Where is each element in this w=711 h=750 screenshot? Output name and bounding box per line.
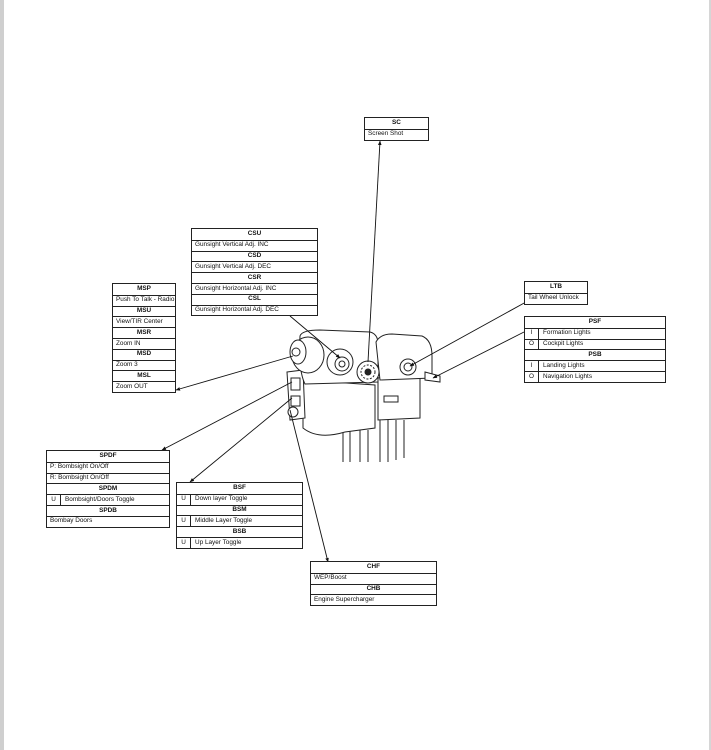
msp-label-box: MSP Push To Talk - Radio MSU View/TIR Ce… xyxy=(112,283,176,393)
leader-ltb xyxy=(409,301,527,367)
throttle-slot xyxy=(383,395,399,403)
psf-lever-icon xyxy=(424,371,441,383)
bsb-header: BSB xyxy=(177,526,302,537)
bsb-key: U xyxy=(177,537,191,548)
page-left-border xyxy=(0,0,4,750)
gunsight-hat-icon xyxy=(334,356,350,372)
msu-header: MSU xyxy=(113,305,175,317)
leader-b xyxy=(189,397,293,483)
spdf-row-p: P: Bombsight On/Off xyxy=(47,461,169,473)
spdb-header: SPDB xyxy=(47,504,169,516)
ltb-label-box: LTB Tail Wheel Unlock xyxy=(524,281,588,305)
ltb-row: Tail Wheel Unlock xyxy=(525,292,587,304)
psb-row-i: I Landing Lights xyxy=(525,360,665,371)
ltb-button-icon xyxy=(399,358,417,376)
page-right-border xyxy=(709,0,711,750)
csd-header: CSD xyxy=(192,250,317,262)
bsm-row: U Middle Layer Toggle xyxy=(177,515,302,527)
sc-label-box: SC Screen Shot xyxy=(364,117,429,141)
csr-row: Gunsight Horizontal Adj. INC xyxy=(192,282,317,294)
msr-row: Zoom IN xyxy=(113,337,175,349)
leader-sc xyxy=(367,140,382,363)
chf-header: CHF xyxy=(366,563,381,571)
chf-row: WEP/Boost xyxy=(311,572,436,584)
gunsight-label-box: CSU Gunsight Vertical Adj. INC CSD Gunsi… xyxy=(191,228,318,317)
csr-header: CSR xyxy=(192,272,317,283)
msl-header: MSL xyxy=(113,370,175,381)
msp-header: MSP xyxy=(137,285,151,293)
leader-sp xyxy=(161,381,293,451)
spdf-label-box: SPDF P: Bombsight On/Off R: Bombsight On… xyxy=(46,450,170,528)
spdf-row-r: R: Bombsight On/Off xyxy=(47,472,169,484)
spdm-text: Bombsight/Doors Toggle xyxy=(65,495,135,503)
psf-row-i: I Formation Lights xyxy=(525,327,665,339)
csu-header: CSU xyxy=(247,230,262,238)
leader-ps xyxy=(432,331,525,379)
csu-row: Gunsight Vertical Adj. INC xyxy=(192,239,317,251)
msd-row: Zoom 3 xyxy=(113,359,175,371)
msd-header: MSD xyxy=(113,348,175,360)
msu-row: View/TIR Center xyxy=(113,316,175,327)
bsm-text: Middle Layer Toggle xyxy=(195,517,253,525)
chf-label-box: CHF WEP/Boost CHB Engine Supercharger xyxy=(310,561,437,607)
bsf-key: U xyxy=(177,494,191,505)
side-switch-upper xyxy=(290,377,301,391)
psb-text-o: Navigation Lights xyxy=(543,372,593,380)
side-switch-middle xyxy=(290,395,301,407)
joystick-right-pod xyxy=(375,333,433,381)
bsb-row: U Up Layer Toggle xyxy=(177,536,302,548)
psb-row-o: O Navigation Lights xyxy=(525,370,665,382)
bsm-key: U xyxy=(177,516,191,527)
psf-header: PSF xyxy=(588,318,602,326)
msr-header: MSR xyxy=(113,327,175,338)
chb-header: CHB xyxy=(311,583,436,595)
bsb-text: Up Layer Toggle xyxy=(195,538,242,546)
bsm-header: BSM xyxy=(177,504,302,516)
psf-label-box: PSF I Formation Lights O Cockpit Lights PS… xyxy=(524,316,666,383)
bsf-text: Down layer Toggle xyxy=(195,495,248,503)
spdm-header: SPDM xyxy=(47,483,169,494)
side-switch-lower xyxy=(287,406,299,418)
joystick-lower-body xyxy=(302,379,376,436)
bsf-label-box: BSF U Down layer Toggle BSM U Middle Layer… xyxy=(176,482,303,549)
csd-row: Gunsight Vertical Adj. DEC xyxy=(192,261,317,272)
leader-m xyxy=(175,355,294,391)
sc-header: SC xyxy=(392,119,401,127)
psf-text-o: Cockpit Lights xyxy=(543,340,584,348)
leader-ch xyxy=(289,409,329,563)
head-left-cap xyxy=(289,339,307,365)
csl-row: Gunsight Horizontal Adj. DEC xyxy=(192,304,317,316)
ltb-header: LTB xyxy=(550,283,562,291)
spdf-header: SPDF xyxy=(99,452,117,460)
bsf-row: U Down layer Toggle xyxy=(177,493,302,505)
joystick-stand xyxy=(342,420,405,462)
psb-text-i: Landing Lights xyxy=(543,361,585,369)
chb-row: Engine Supercharger xyxy=(311,594,436,605)
psf-key-i: I xyxy=(525,328,539,339)
psf-key-o: O xyxy=(525,339,539,350)
bsf-header: BSF xyxy=(233,484,246,492)
psb-key-o: O xyxy=(525,371,539,382)
msp-hat-icon xyxy=(291,347,301,357)
leader-c xyxy=(289,315,341,359)
psf-row-o: O Cockpit Lights xyxy=(525,338,665,350)
csl-header: CSL xyxy=(192,293,317,305)
msl-row: Zoom OUT xyxy=(113,381,175,392)
spdm-key: U xyxy=(47,495,61,505)
msp-row: Push To Talk - Radio xyxy=(113,294,175,306)
psf-text-i: Formation Lights xyxy=(543,329,591,337)
psb-key-i: I xyxy=(525,361,539,371)
spdb-row: Bombay Doors xyxy=(47,515,169,527)
psb-header: PSB xyxy=(525,349,665,360)
spdm-row: U Bombsight/Doors Toggle xyxy=(47,494,169,505)
sc-row: Screen Shot xyxy=(365,128,428,140)
